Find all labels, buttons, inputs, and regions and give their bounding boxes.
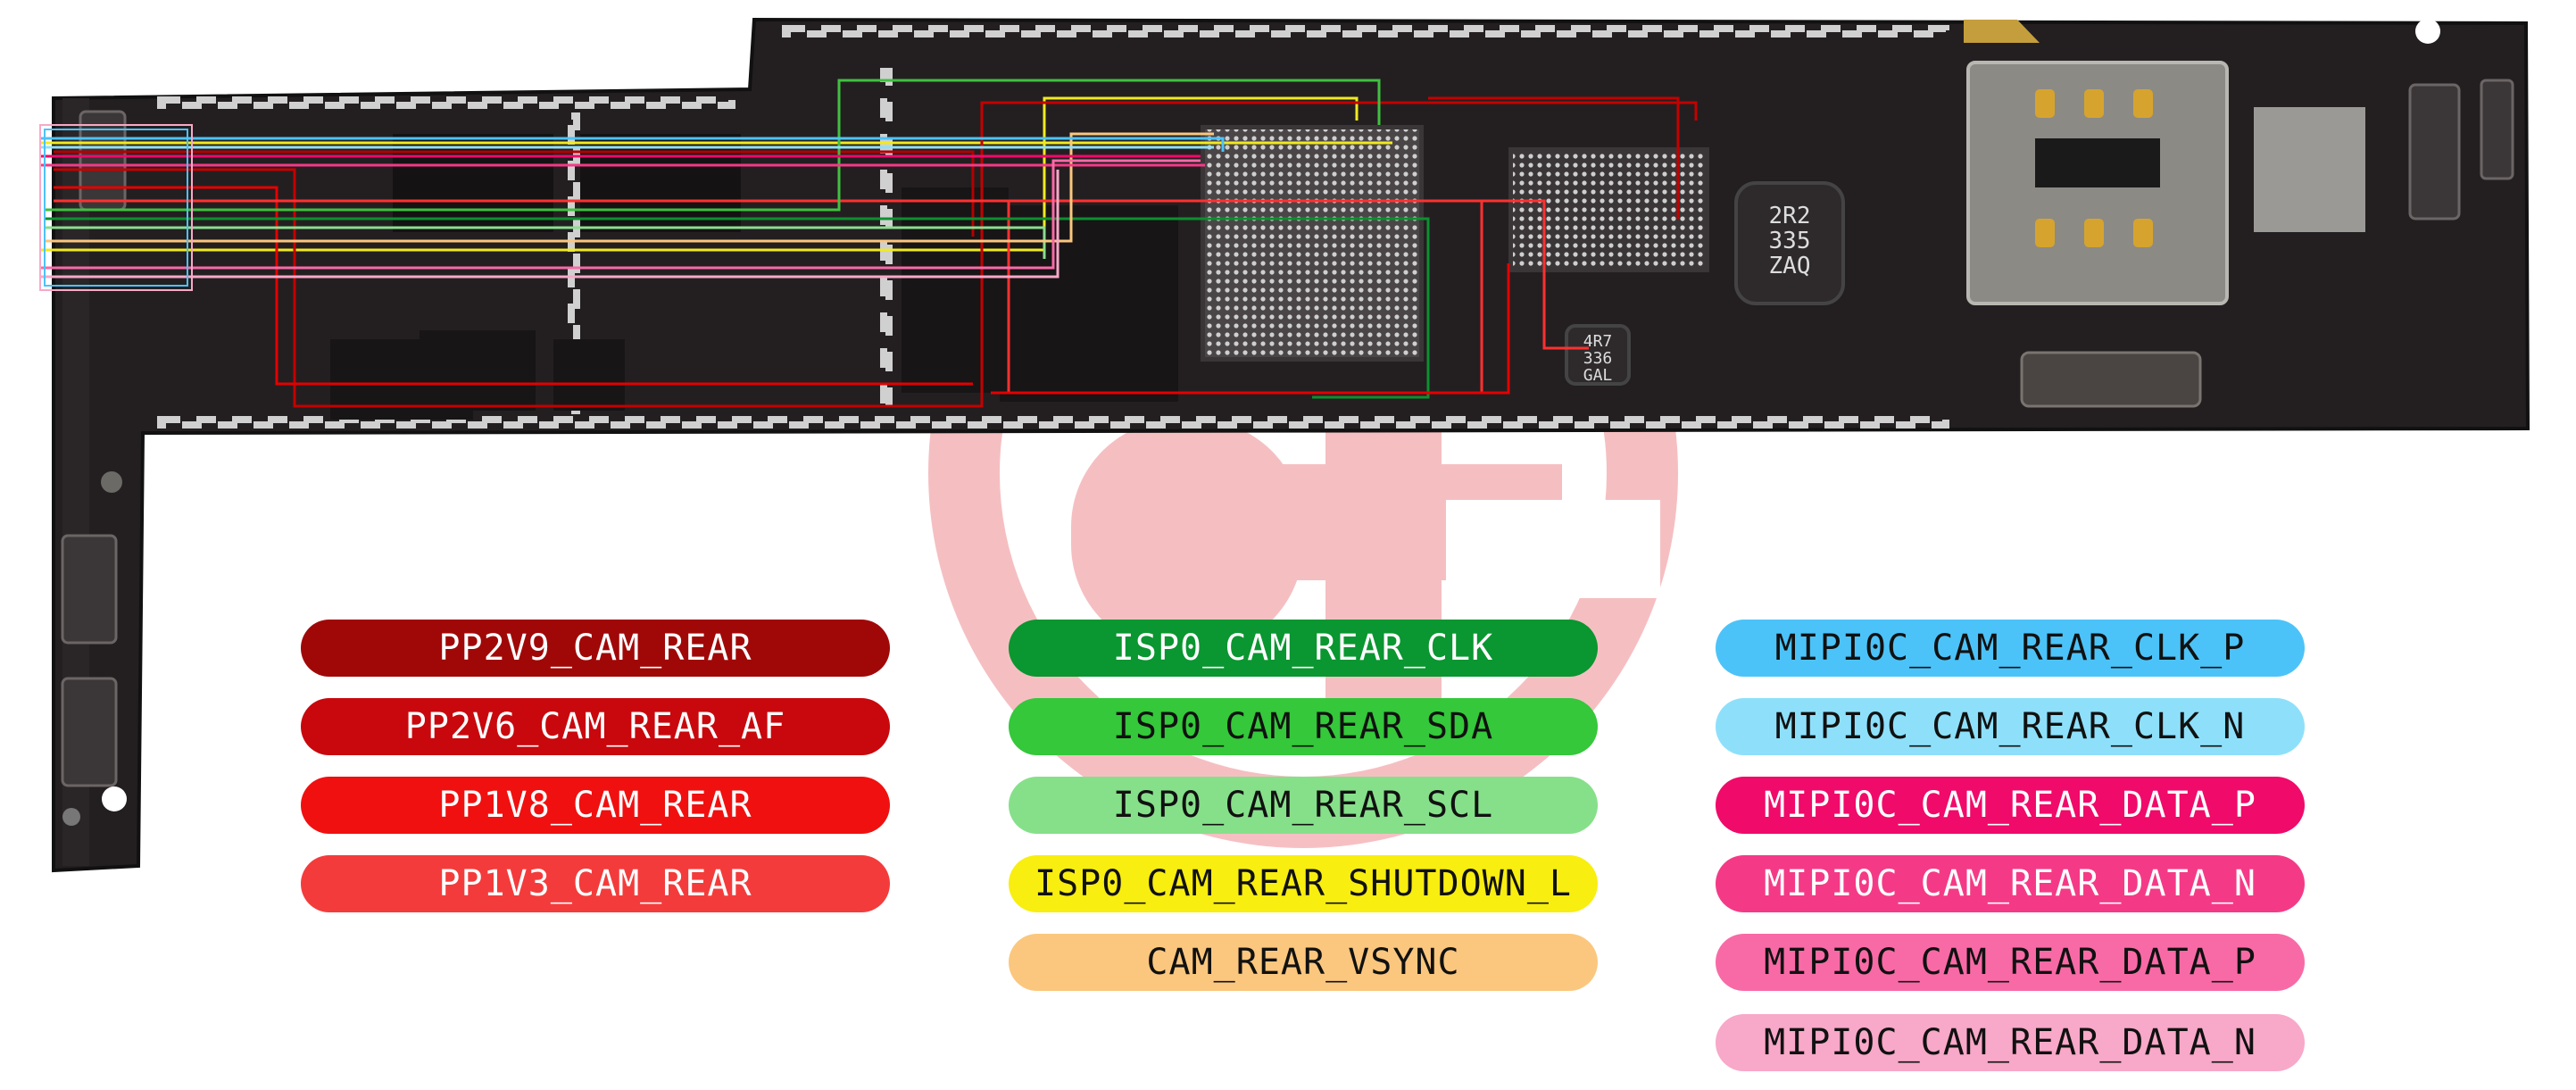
- chips: [79, 19, 2514, 420]
- legend-item-mipi0c-cam-rear-clk-p: MIPI0C_CAM_REAR_CLK_P: [1716, 620, 2305, 677]
- legend-item-pp2v6-cam-rear-af: PP2V6_CAM_REAR_AF: [301, 698, 890, 755]
- legend-item-mipi0c-cam-rear-clk-n: MIPI0C_CAM_REAR_CLK_N: [1716, 698, 2305, 755]
- legend-item-pp2v9-cam-rear: PP2V9_CAM_REAR: [301, 620, 890, 677]
- legend-item-isp0-cam-rear-scl: ISP0_CAM_REAR_SCL: [1009, 777, 1598, 834]
- legend-item-mipi0c-cam-rear-data-n-2: MIPI0C_CAM_REAR_DATA_N: [1716, 1014, 2305, 1071]
- legend-item-isp0-cam-rear-clk: ISP0_CAM_REAR_CLK: [1009, 620, 1598, 677]
- legend-item-isp0-cam-rear-shutdown-l: ISP0_CAM_REAR_SHUTDOWN_L: [1009, 855, 1598, 912]
- legend-item-mipi0c-cam-rear-data-p-2: MIPI0C_CAM_REAR_DATA_P: [1716, 934, 2305, 991]
- legend-item-mipi0c-cam-rear-data-n: MIPI0C_CAM_REAR_DATA_N: [1716, 855, 2305, 912]
- legend-item-mipi0c-cam-rear-data-p: MIPI0C_CAM_REAR_DATA_P: [1716, 777, 2305, 834]
- board-body: [52, 17, 2530, 873]
- legend-item-pp1v3-cam-rear: PP1V3_CAM_REAR: [301, 855, 890, 912]
- signal-traces: [39, 79, 1698, 408]
- legend-item-isp0-cam-rear-sda: ISP0_CAM_REAR_SDA: [1009, 698, 1598, 755]
- legend-item-cam-rear-vsync: CAM_REAR_VSYNC: [1009, 934, 1598, 991]
- legend-item-pp1v8-cam-rear: PP1V8_CAM_REAR: [301, 777, 890, 834]
